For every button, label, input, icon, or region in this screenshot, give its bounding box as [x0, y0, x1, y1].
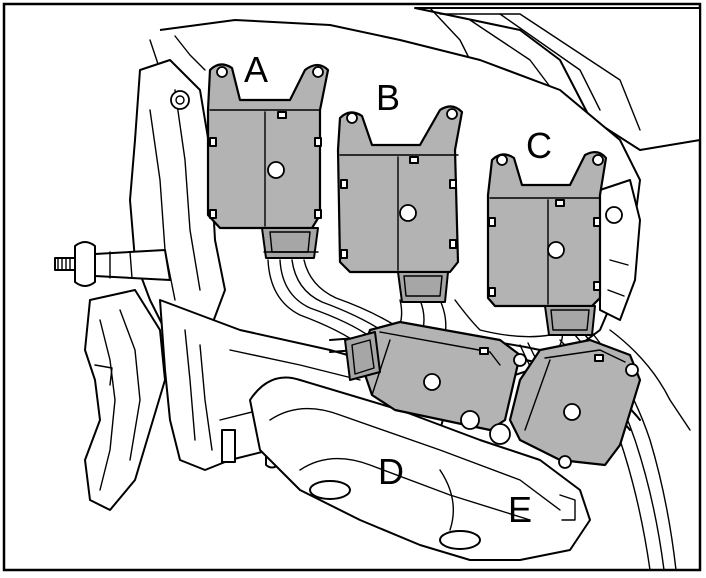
pipe-fitting	[54, 241, 171, 287]
actuator-a	[206, 63, 330, 259]
actuator-b	[336, 105, 464, 303]
label-c: C	[526, 125, 552, 166]
label-d: D	[378, 451, 404, 492]
label-a: A	[244, 49, 268, 90]
actuator-lower-right	[489, 338, 642, 469]
lower-duct	[249, 376, 591, 561]
actuator-c	[486, 151, 608, 336]
label-b: B	[376, 77, 400, 118]
actuator-lower-left	[344, 320, 527, 432]
label-e: E	[508, 489, 532, 530]
